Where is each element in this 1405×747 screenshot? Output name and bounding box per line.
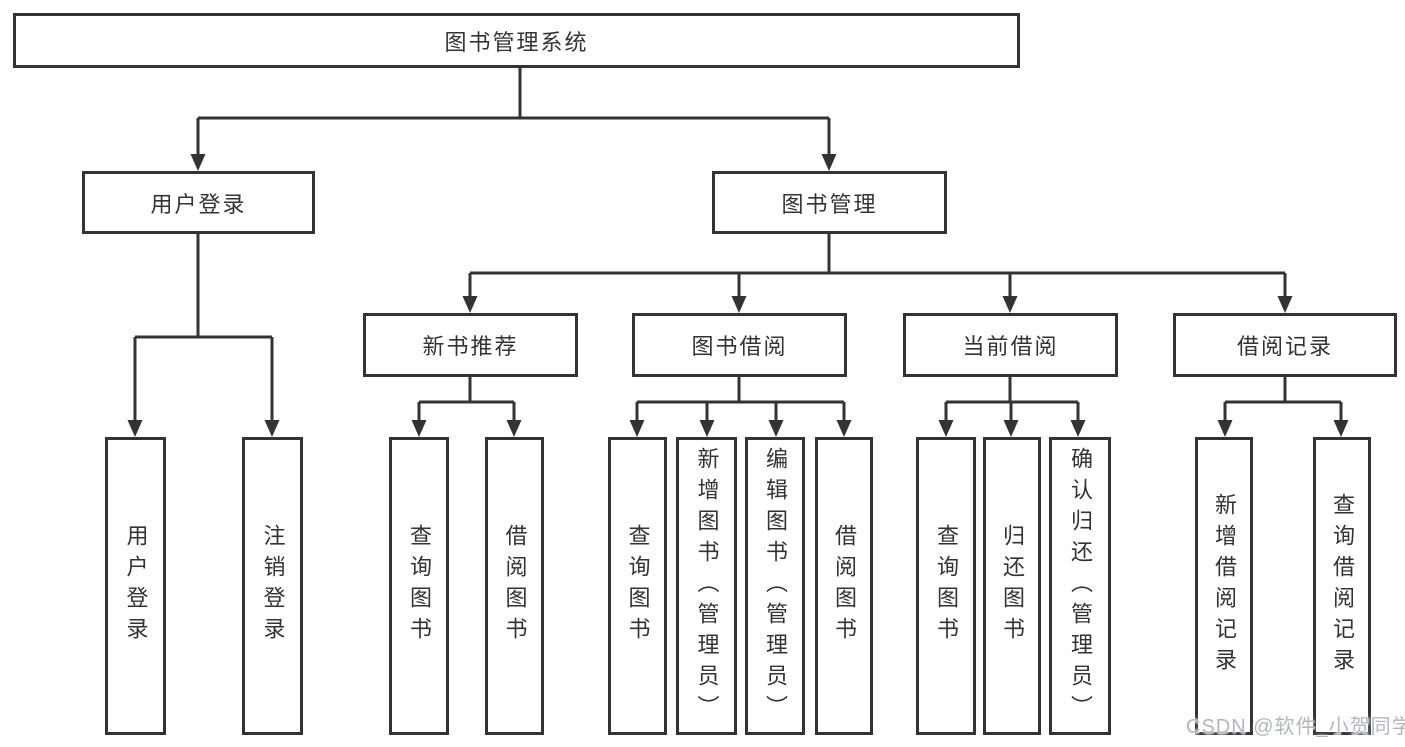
leaf-query-books-borrowing: 查询图书	[608, 437, 667, 735]
watermark: CSDN @软件_小贺同学	[1186, 716, 1405, 738]
connector-book-management	[468, 234, 1287, 299]
leaf-user-login: 用户登录	[105, 437, 166, 735]
node-borrowing-records: 借阅记录	[1173, 313, 1397, 377]
leaf-query-books-current: 查询图书	[916, 437, 976, 735]
connector-book-borrowing	[635, 377, 846, 423]
connector-root	[196, 68, 831, 157]
connector-user-login	[133, 234, 274, 423]
leaf-edit-books-admin: 编辑图书（管理员）	[745, 437, 805, 735]
arrowheads	[127, 154, 1349, 437]
node-current-borrowing: 当前借阅	[903, 313, 1118, 377]
node-root: 图书管理系统	[13, 13, 1020, 68]
connector-borrowing-records	[1223, 377, 1343, 423]
leaf-borrow-books-borrowing: 借阅图书	[815, 437, 873, 735]
leaf-add-books-admin: 新增图书（管理员）	[676, 437, 737, 735]
leaf-query-books-recommend: 查询图书	[389, 437, 449, 735]
connector-current-borrowing	[944, 377, 1080, 423]
leaf-query-borrow-record: 查询借阅记录	[1313, 437, 1371, 735]
leaf-return-books: 归还图书	[983, 437, 1041, 735]
node-user-login: 用户登录	[82, 171, 315, 234]
leaf-logout: 注销登录	[242, 437, 303, 735]
leaf-borrow-books-recommend: 借阅图书	[485, 437, 544, 735]
leaf-confirm-return-admin: 确认归还（管理员）	[1049, 437, 1111, 735]
node-book-borrowing: 图书借阅	[632, 313, 847, 377]
leaf-add-borrow-record: 新增借阅记录	[1195, 437, 1253, 735]
connector-new-book-recommendation	[417, 377, 516, 423]
node-book-management: 图书管理	[712, 171, 947, 234]
node-new-book-recommendation: 新书推荐	[363, 313, 578, 377]
